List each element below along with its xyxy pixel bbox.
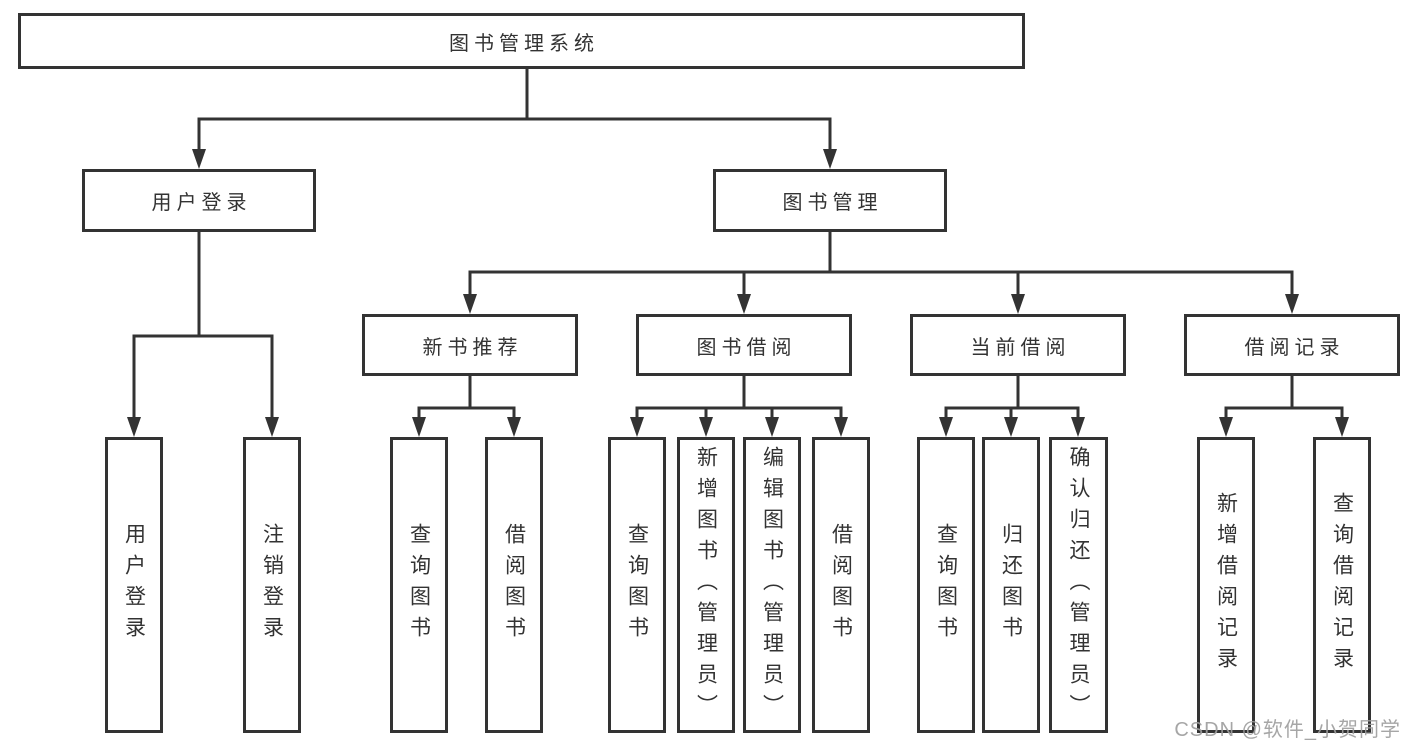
node-user-login: 用户登录 [82, 169, 316, 232]
leaf-logout: 注销登录 [243, 437, 301, 733]
node-borrowing-records: 借阅记录 [1184, 314, 1400, 376]
node-label: 新增图书（管理员） [694, 445, 718, 725]
arrowhead-down-icon [1219, 417, 1233, 437]
node-label: 新增借阅记录 [1214, 492, 1238, 678]
arrowhead-down-icon [1071, 417, 1085, 437]
arrowhead-down-icon [630, 417, 644, 437]
arrowhead-down-icon [823, 149, 837, 169]
arrowhead-down-icon [192, 149, 206, 169]
node-label: 归还图书 [999, 523, 1023, 647]
arrowhead-down-icon [1285, 294, 1299, 314]
node-label: 图书管理系统 [449, 32, 599, 55]
arrowhead-down-icon [265, 417, 279, 437]
node-label: 确认归还（管理员） [1067, 445, 1090, 725]
leaf-current-return-books: 归还图书 [982, 437, 1040, 733]
arrowhead-down-icon [463, 294, 477, 314]
arrowhead-down-icon [1011, 294, 1025, 314]
node-current-borrowing: 当前借阅 [910, 314, 1126, 376]
arrowhead-down-icon [834, 417, 848, 437]
node-label: 查询图书 [407, 523, 431, 647]
leaf-newbook-query-books: 查询图书 [390, 437, 448, 733]
leaf-records-add-borrow-record: 新增借阅记录 [1197, 437, 1255, 733]
node-label: 借阅记录 [1244, 336, 1345, 359]
leaf-current-confirm-return-admin: 确认归还（管理员） [1049, 437, 1108, 733]
node-label: 借阅图书 [829, 523, 853, 647]
csdn-watermark: CSDN @软件_小贺同学 [1174, 719, 1401, 741]
arrowhead-down-icon [699, 417, 713, 437]
node-label: 注销登录 [260, 523, 284, 647]
node-label: 当前借阅 [970, 336, 1071, 359]
arrowhead-down-icon [737, 294, 751, 314]
node-label: 编辑图书（管理员） [760, 445, 784, 725]
node-label: 查询图书 [625, 523, 649, 647]
node-label: 查询借阅记录 [1330, 492, 1354, 678]
arrowhead-down-icon [412, 417, 426, 437]
node-label: 图书借阅 [696, 336, 797, 359]
arrowhead-down-icon [127, 417, 141, 437]
node-new-book-recommend: 新书推荐 [362, 314, 578, 376]
node-label: 查询图书 [934, 523, 958, 647]
arrowhead-down-icon [939, 417, 953, 437]
arrowhead-down-icon [507, 417, 521, 437]
node-label: 借阅图书 [502, 523, 526, 647]
node-label: 新书推荐 [422, 336, 523, 359]
leaf-current-query-books: 查询图书 [917, 437, 975, 733]
node-book-borrowing: 图书借阅 [636, 314, 852, 376]
arrowhead-down-icon [765, 417, 779, 437]
arrowhead-down-icon [1335, 417, 1349, 437]
leaf-borrowing-edit-books-admin: 编辑图书（管理员） [743, 437, 801, 733]
leaf-borrowing-borrow-books: 借阅图书 [812, 437, 870, 733]
node-book-management: 图书管理 [713, 169, 947, 232]
node-label: 用户登录 [122, 523, 146, 647]
node-label: 图书管理 [782, 192, 883, 214]
leaf-records-query-borrow-record: 查询借阅记录 [1313, 437, 1371, 733]
arrowhead-down-icon [1004, 417, 1018, 437]
leaf-borrowing-query-books: 查询图书 [608, 437, 666, 733]
leaf-user-login: 用户登录 [105, 437, 163, 733]
node-library-management-system: 图书管理系统 [18, 13, 1025, 69]
node-label: 用户登录 [151, 192, 252, 214]
leaf-newbook-borrow-books: 借阅图书 [485, 437, 543, 733]
leaf-borrowing-add-books-admin: 新增图书（管理员） [677, 437, 735, 733]
